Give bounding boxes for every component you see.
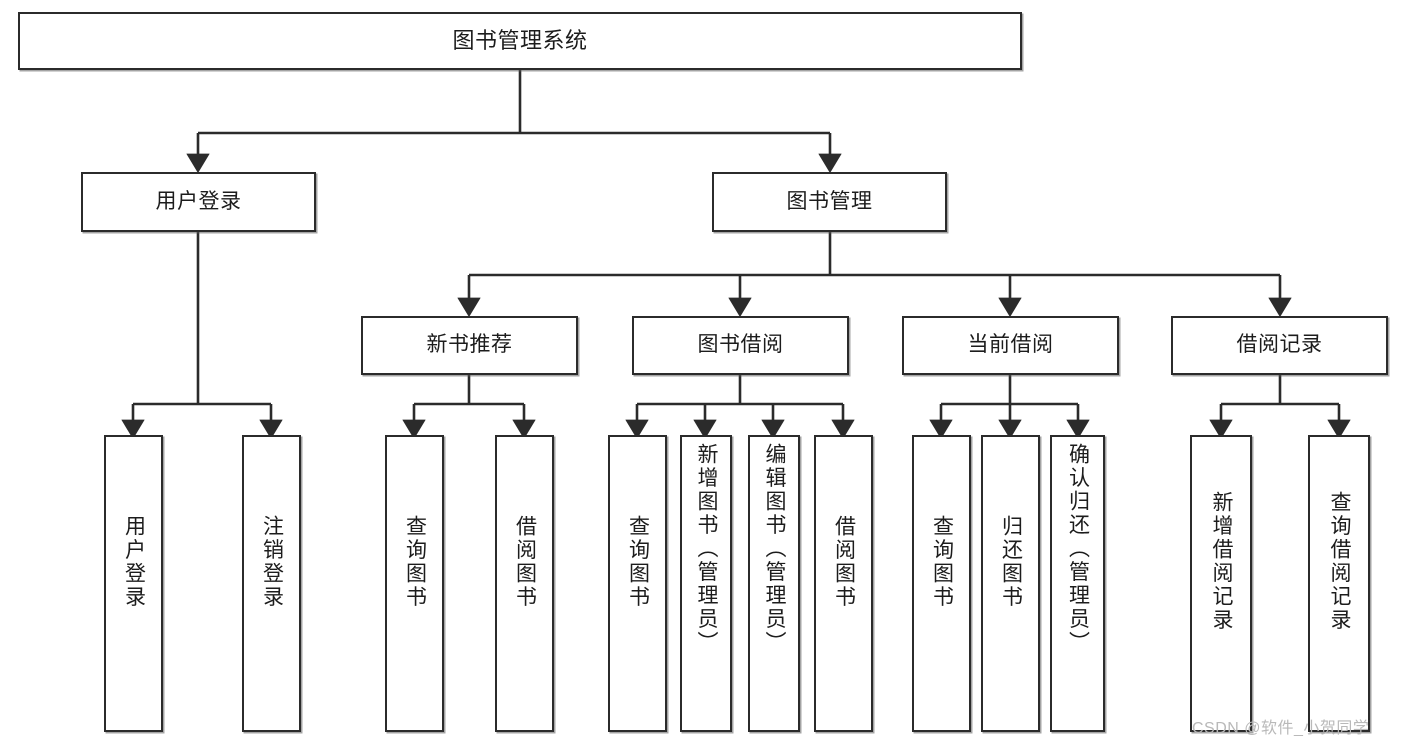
node-label: 借阅记录 <box>1236 333 1323 357</box>
node-root-system[interactable]: 图书管理系统 <box>18 12 1022 70</box>
node-label: 图书借阅 <box>697 333 784 357</box>
leaf-borrow-book-recommend[interactable]: 借阅图书 <box>495 435 554 732</box>
leaf-return-book[interactable]: 归还图书 <box>981 435 1040 732</box>
node-label: 查询图书 <box>626 515 650 609</box>
node-label: 新增借阅记录 <box>1210 491 1234 632</box>
leaf-add-book-admin[interactable]: 新增图书（管理员） <box>680 435 732 732</box>
node-label: 借阅图书 <box>832 515 856 609</box>
node-new-book-recommend[interactable]: 新书推荐 <box>361 316 578 375</box>
leaf-query-borrow-record[interactable]: 查询借阅记录 <box>1308 435 1370 732</box>
node-current-borrow[interactable]: 当前借阅 <box>902 316 1119 375</box>
node-label: 图书管理 <box>786 189 873 213</box>
leaf-borrow-book[interactable]: 借阅图书 <box>814 435 873 732</box>
leaf-edit-book-admin[interactable]: 编辑图书（管理员） <box>748 435 800 732</box>
node-borrow-records[interactable]: 借阅记录 <box>1171 316 1388 375</box>
node-label: 注销登录 <box>260 515 284 609</box>
node-label: 图书管理系统 <box>452 28 588 54</box>
node-label: 新增图书（管理员） <box>695 443 719 655</box>
leaf-logout[interactable]: 注销登录 <box>242 435 301 732</box>
node-label: 新书推荐 <box>426 333 513 357</box>
leaf-query-book-borrow[interactable]: 查询图书 <box>608 435 667 732</box>
node-label: 当前借阅 <box>967 333 1054 357</box>
node-label: 编辑图书（管理员） <box>763 443 787 655</box>
leaf-add-borrow-record[interactable]: 新增借阅记录 <box>1190 435 1252 732</box>
leaf-confirm-return-admin[interactable]: 确认归还（管理员） <box>1050 435 1105 732</box>
node-label: 用户登录 <box>155 189 242 213</box>
csdn-watermark: CSDN @软件_小贺同学 <box>1192 720 1370 737</box>
node-user-login[interactable]: 用户登录 <box>81 172 316 232</box>
node-book-management[interactable]: 图书管理 <box>712 172 947 232</box>
leaf-query-book-current[interactable]: 查询图书 <box>912 435 971 732</box>
node-label: 借阅图书 <box>513 515 537 609</box>
node-book-borrow[interactable]: 图书借阅 <box>632 316 849 375</box>
leaf-query-book-recommend[interactable]: 查询图书 <box>385 435 444 732</box>
node-label: 用户登录 <box>122 515 146 609</box>
leaf-user-login[interactable]: 用户登录 <box>104 435 163 732</box>
node-label: 归还图书 <box>999 515 1023 609</box>
node-label: 确认归还（管理员） <box>1066 443 1090 655</box>
node-label: 查询图书 <box>930 515 954 609</box>
node-label: 查询借阅记录 <box>1328 491 1352 632</box>
node-label: 查询图书 <box>403 515 427 609</box>
